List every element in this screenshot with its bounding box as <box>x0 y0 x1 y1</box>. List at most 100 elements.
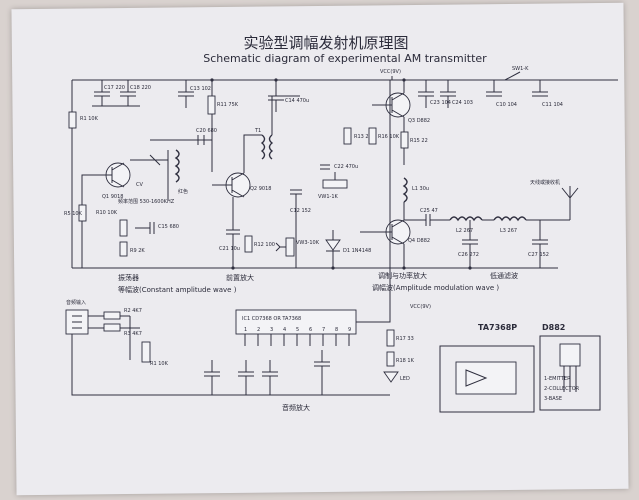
l1-label: L1 30u <box>412 186 429 192</box>
r9-label: R9 2K <box>130 248 145 254</box>
l2-inductor <box>449 216 483 222</box>
l3-inductor <box>493 216 527 222</box>
ic1-pin-6: 6 <box>309 327 312 333</box>
r2-label: R2 4K7 <box>124 308 142 314</box>
c15-capacitor <box>135 222 155 234</box>
c15-label: C15 680 <box>158 224 179 230</box>
section-preamp: 前置放大 <box>226 273 254 282</box>
l3-label: L3 267 <box>500 228 517 234</box>
c17-label: C17 220 <box>104 85 125 91</box>
amplifier-symbol <box>465 369 488 387</box>
vw1-label: VW1-1K <box>318 194 339 200</box>
oscillator-coil <box>174 149 180 183</box>
c24-capacitor <box>440 80 456 108</box>
ta7368p-package-box <box>439 345 535 413</box>
vw3-potentiometer <box>285 237 295 257</box>
c21-label: C21 10u <box>219 246 240 252</box>
lower-cap-2 <box>238 360 254 395</box>
r3-label: R3 4K7 <box>124 331 142 337</box>
ic1-pin-3: 3 <box>270 327 273 333</box>
section-mod-power: 调制与功率放大 <box>378 271 427 280</box>
input-jack-label: 音频输入 <box>66 299 86 306</box>
r18-label: R18 1K <box>396 358 415 364</box>
ic1-pin-1: 1 <box>244 327 247 333</box>
c20-label: C20 680 <box>196 128 217 134</box>
volume-label: R1 10K <box>150 361 169 367</box>
q4-label: Q4 D882 <box>408 238 430 244</box>
c22-capacitor <box>320 164 330 170</box>
c20-capacitor <box>197 135 205 145</box>
d1-diode <box>325 239 341 251</box>
c12-capacitor <box>290 189 302 268</box>
section-oscillator: 振荡器 <box>118 273 139 282</box>
r16-resistor <box>368 127 377 145</box>
ic1-pin-2: 2 <box>257 327 260 333</box>
c12-label: C12 152 <box>290 208 311 214</box>
c25-label: C25 47 <box>420 208 438 214</box>
r1-resistor <box>68 111 77 129</box>
d882-package-box <box>539 335 601 411</box>
c17-capacitor <box>94 80 110 106</box>
r15-resistor <box>400 131 409 149</box>
output-label: 天线或接收机 <box>530 179 560 186</box>
led-label: LED <box>400 376 410 382</box>
r12-resistor <box>244 235 253 253</box>
c27-capacitor <box>532 220 548 268</box>
r3-resistor <box>103 323 121 332</box>
c14-capacitor <box>268 80 284 112</box>
led-icon <box>383 371 399 383</box>
lower-cap-4 <box>314 350 330 395</box>
freq-range: 频率范围 530-1600KHZ <box>118 198 175 205</box>
q2-label: Q2 9018 <box>250 186 271 192</box>
section-lowpass: 低通滤波 <box>490 271 518 280</box>
c23-capacitor <box>418 80 434 108</box>
c23-label: C23 104 <box>430 100 451 106</box>
r5-label: R5 10K <box>64 211 83 217</box>
ic1-pin-8: 8 <box>335 327 338 333</box>
r17-resistor <box>386 329 395 347</box>
r12-label: R12 100 <box>254 242 275 248</box>
c24-label: C24 103 <box>452 100 473 106</box>
d882-pin-2: 2-COLLECTOR <box>544 386 580 392</box>
r15-label: R15 22 <box>410 138 428 144</box>
r1-label: R1 10K <box>80 116 99 122</box>
red-label: 红色 <box>178 188 188 195</box>
c13-label: C13 102 <box>190 86 211 92</box>
r17-label: R17 33 <box>396 336 414 342</box>
q3-label: Q3 D882 <box>408 118 430 124</box>
section-audio-amp: 音频放大 <box>282 403 310 412</box>
ic1-chip <box>235 309 357 335</box>
r16-label: R16 10K <box>378 134 400 140</box>
c18-capacitor <box>120 80 136 106</box>
r9-resistor <box>119 241 128 257</box>
c10-capacitor <box>486 80 502 97</box>
sw1-switch <box>504 71 521 81</box>
r13-resistor <box>343 127 352 145</box>
d882-title: D882 <box>542 323 565 332</box>
c25-capacitor <box>404 214 450 226</box>
d882-body <box>559 343 581 367</box>
d882-pin-1: 1-EMITTER <box>544 376 571 382</box>
volume-potentiometer <box>141 341 151 363</box>
r11-label: R11 75K <box>217 102 239 108</box>
c14-label: C14 470u <box>285 98 309 104</box>
title-english: Schematic diagram of experimental AM tra… <box>203 52 487 65</box>
l1-inductor <box>402 177 408 203</box>
c26-label: C26 272 <box>458 252 479 258</box>
t1-secondary <box>268 134 274 160</box>
c10-label: C10 104 <box>496 102 517 108</box>
r2-resistor <box>103 311 121 320</box>
l2-label: L2 267 <box>456 228 473 234</box>
vcc-label: VCC(9V) <box>380 69 401 75</box>
c13-capacitor <box>178 80 194 108</box>
t1-label: T1 <box>254 128 261 134</box>
c18-label: C18 220 <box>130 85 151 91</box>
variable-capacitor <box>130 150 169 200</box>
vcc-label-lower: VCC(9V) <box>410 304 431 310</box>
ic1-pin-4: 4 <box>283 327 286 333</box>
d1-label: D1 1N4148 <box>343 248 371 254</box>
c11-capacitor <box>532 80 548 97</box>
q1-label: Q1 9018 <box>102 194 123 200</box>
